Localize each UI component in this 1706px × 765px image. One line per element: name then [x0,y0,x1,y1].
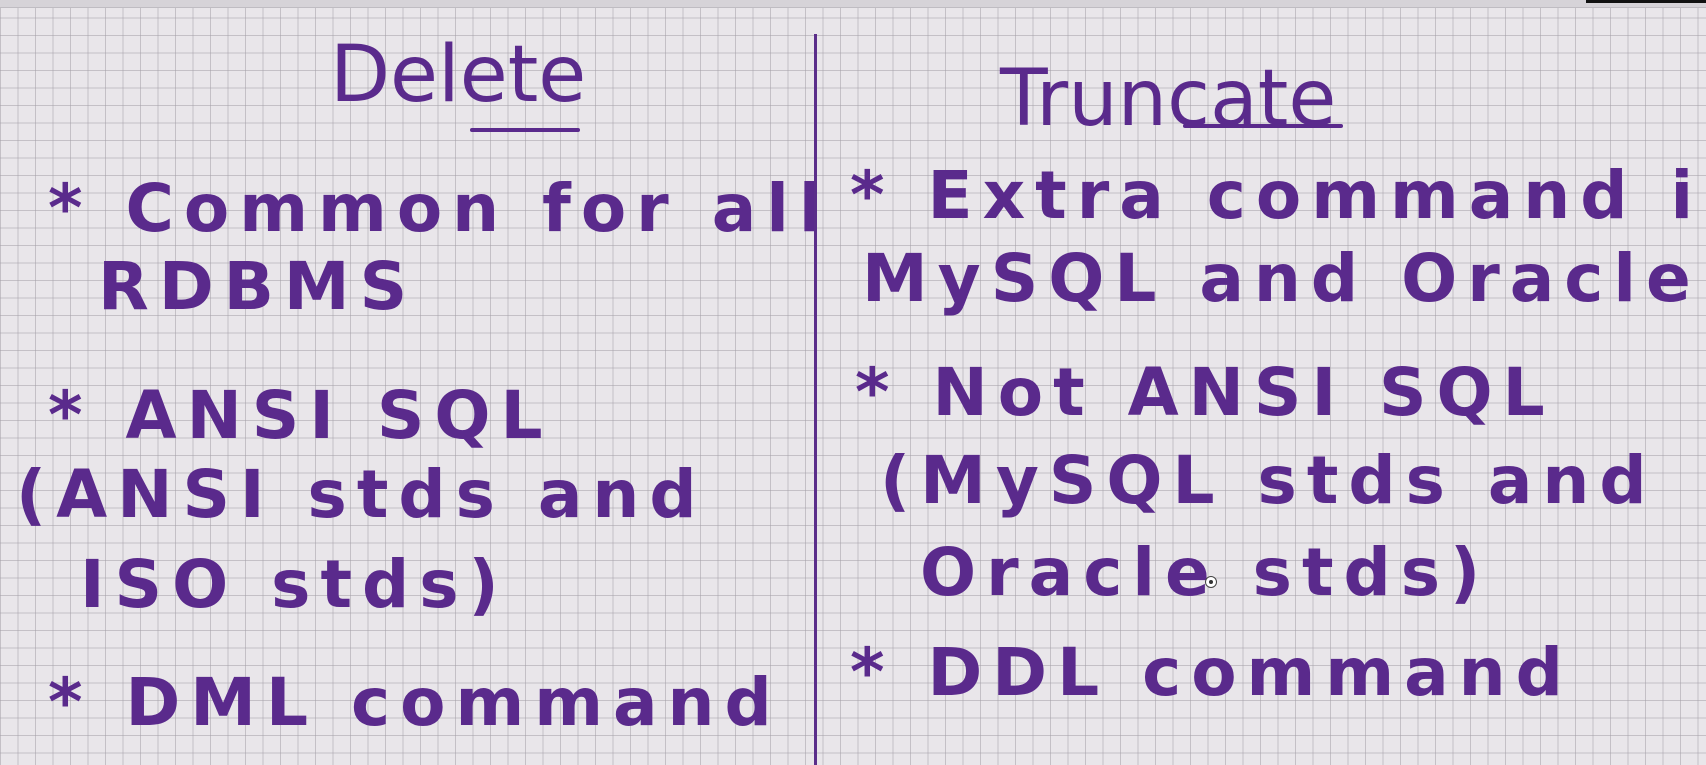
window-top-edge [0,0,1706,8]
delete-point-ansi: * ANSI SQL [48,377,553,454]
delete-point-iso-stds: ISO stds) [80,546,509,623]
column-divider [814,34,817,765]
delete-point-dml: * DML command [48,664,782,741]
truncate-point-mysql-oracle: MySQL and Oracle [862,240,1701,317]
truncate-point-mysql-stds: (MySQL stds and [880,442,1657,519]
truncate-heading-underline [1183,124,1343,128]
delete-heading-underline [470,128,580,132]
truncate-point-oracle-stds: Oracle stds) [920,534,1491,611]
truncate-point-extra: * Extra command in [850,157,1706,234]
truncate-point-not-ansi: * Not ANSI SQL [855,354,1555,431]
delete-point-ansi-stds: (ANSI stds and [16,456,707,533]
truncate-point-ddl: * DDL command [850,634,1573,711]
cursor-pointer-icon [1205,576,1217,588]
delete-point-common: * Common for all [48,170,832,247]
corner-mark [1586,0,1706,3]
delete-point-rdbms: RDBMS [98,248,418,325]
delete-heading: Delete [330,30,587,120]
